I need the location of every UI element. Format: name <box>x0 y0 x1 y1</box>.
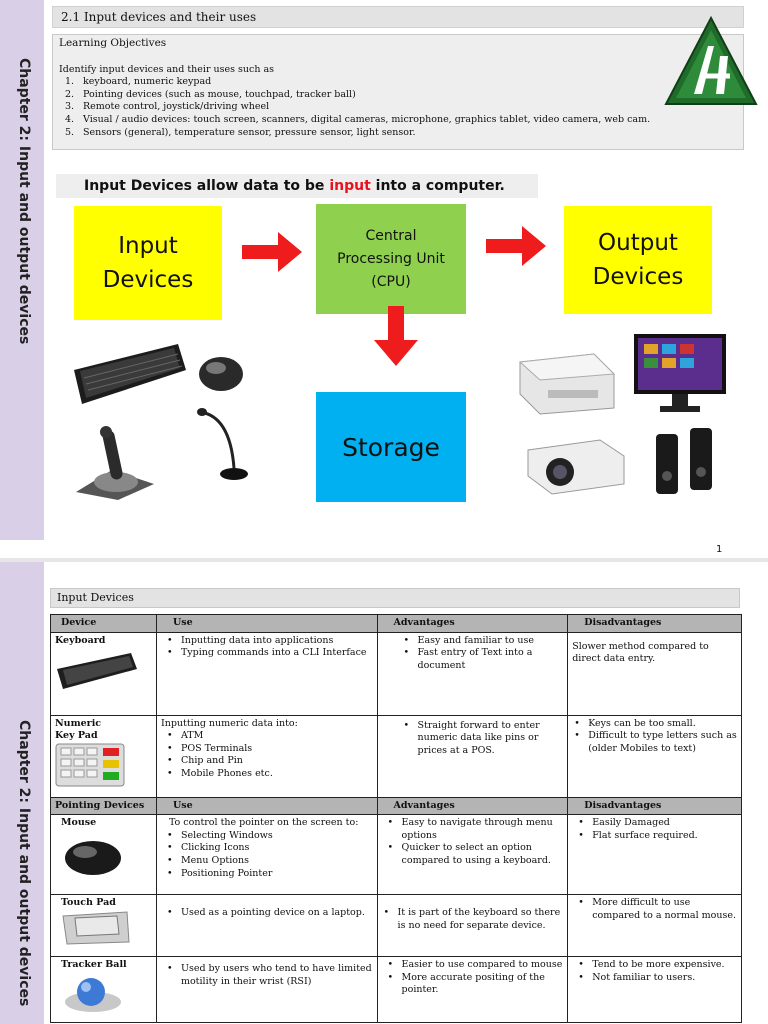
table-row: Touch Pad Used as a pointing device on a… <box>50 894 742 958</box>
table-row: Numeric Key Pad Inputting numeric data i… <box>50 714 742 798</box>
list-item: Tend to be more expensive. <box>576 959 737 972</box>
printer-icon <box>518 353 616 415</box>
device-cell: Touch Pad <box>50 894 157 958</box>
header-disadvantages: Disadvantages <box>567 614 742 633</box>
list-item: Easily Damaged <box>576 817 737 830</box>
objectives-intro: Identify input devices and their uses su… <box>59 63 275 75</box>
list-item: Flat surface required. <box>576 830 737 843</box>
microphone-icon <box>197 408 248 480</box>
touchpad-icon <box>62 911 130 945</box>
list-item: Easier to use compared to mouse <box>386 959 564 972</box>
monitor-icon <box>634 334 726 412</box>
arrow-right-icon <box>486 226 546 266</box>
objective-item: 1.keyboard, numeric keypad <box>65 76 212 88</box>
table-row: Keyboard Inputting data into application… <box>50 631 742 716</box>
device-name: Keyboard <box>55 634 106 646</box>
list-item: Fast entry of Text into a document <box>402 647 564 672</box>
chapter-label: Chapter 2: Input and output devices <box>16 720 32 1007</box>
learning-objectives-box: Learning Objectives Identify input devic… <box>52 34 744 150</box>
table-row: Mouse To control the pointer on the scre… <box>50 814 742 896</box>
list-item: Menu Options <box>165 855 373 868</box>
header-use: Use <box>155 796 378 816</box>
table-header-row: Pointing Devices Use Advantages Disadvan… <box>50 796 742 816</box>
list-item: POS Terminals <box>165 743 373 756</box>
objectives-list: 1.keyboard, numeric keypad 2.Pointing de… <box>59 76 737 139</box>
section-title: Input Devices <box>50 588 740 608</box>
list-item: Selecting Windows <box>165 830 373 843</box>
chapter-sidebar <box>0 562 44 1024</box>
storage-box: Storage <box>316 392 466 502</box>
list-item: Clicking Icons <box>165 842 373 855</box>
list-item: Inputting data into applications <box>165 635 373 648</box>
projector-icon <box>527 439 625 495</box>
chapter-label: Chapter 2: Input and output devices <box>16 58 32 345</box>
objective-item: 4.Visual / audio devices: touch screen, … <box>65 113 651 125</box>
header-disadvantages: Disadvantages <box>567 796 742 816</box>
list-item: Chip and Pin <box>165 755 373 768</box>
list-item: ATM <box>165 730 373 743</box>
objectives-heading: Learning Objectives <box>59 37 167 49</box>
list-item: Straight forward to enter numeric data l… <box>402 720 564 758</box>
header-pointing-devices: Pointing Devices <box>50 796 157 816</box>
list-item: Used by users who tend to have limited m… <box>165 963 373 988</box>
list-item: Easy and familiar to use <box>402 635 564 648</box>
device-cell: Numeric Key Pad <box>50 714 157 798</box>
tracker-ball-icon <box>65 977 121 1012</box>
arrow-right-icon <box>242 232 302 272</box>
list-item: More accurate positing of the pointer. <box>386 972 564 997</box>
header-advantages: Advantages <box>376 614 569 633</box>
list-item: Not familiar to users. <box>576 972 737 985</box>
list-item: Difficult to type letters such as (older… <box>572 730 737 755</box>
list-item: Slower method compared to direct data en… <box>567 631 742 716</box>
list-item: Used as a pointing device on a laptop. <box>165 907 373 920</box>
page-2: Chapter 2: Input and output devices Inpu… <box>0 562 768 1024</box>
page-1: Chapter 2: Input and output devices 2.1 … <box>0 0 758 555</box>
list-item: Easy to navigate through menu options <box>386 817 564 842</box>
list-item: It is part of the keyboard so there is n… <box>382 907 564 932</box>
speakers-icon <box>656 428 712 494</box>
page-number: 1 <box>716 544 723 555</box>
list-item: Mobile Phones etc. <box>165 768 373 781</box>
header-use: Use <box>155 614 378 633</box>
arrow-down-icon <box>374 306 418 366</box>
school-logo-icon <box>664 16 758 105</box>
keyboard-icon <box>74 344 186 404</box>
list-item: Typing commands into a CLI Interface <box>165 647 373 660</box>
header-advantages: Advantages <box>376 796 569 816</box>
list-item: More difficult to use compared to a norm… <box>576 897 737 922</box>
list-item: Keys can be too small. <box>572 718 737 731</box>
mouse-icon <box>65 840 121 875</box>
header-device: Device <box>50 614 157 633</box>
device-cell: Tracker Ball <box>50 956 157 1024</box>
list-item: Positioning Pointer <box>165 868 373 881</box>
table-row: Tracker Ball Used by users who tend to h… <box>50 956 742 1024</box>
chapter-sidebar <box>0 0 44 540</box>
objective-item: 3.Remote control, joystick/driving wheel <box>65 101 270 113</box>
objective-item: 2.Pointing devices (such as mouse, touch… <box>65 88 356 100</box>
input-devices-table: Device Use Advantages Disadvantages Keyb… <box>50 614 742 1024</box>
mouse-icon <box>199 357 243 391</box>
keyboard-icon <box>57 653 137 690</box>
list-item: Quicker to select an option compared to … <box>386 842 564 867</box>
section-title: 2.1 Input devices and their uses <box>52 6 744 28</box>
page-gap <box>0 558 768 564</box>
joystick-icon <box>76 426 154 500</box>
intro-statement: Input Devices allow data to be input int… <box>56 174 538 198</box>
objective-item: 5.Sensors (general), temperature sensor,… <box>65 126 416 138</box>
device-cell: Mouse <box>50 814 157 896</box>
keypad-icon <box>55 743 125 787</box>
table-header-row: Device Use Advantages Disadvantages <box>50 614 742 633</box>
device-cell: Keyboard <box>50 631 157 716</box>
